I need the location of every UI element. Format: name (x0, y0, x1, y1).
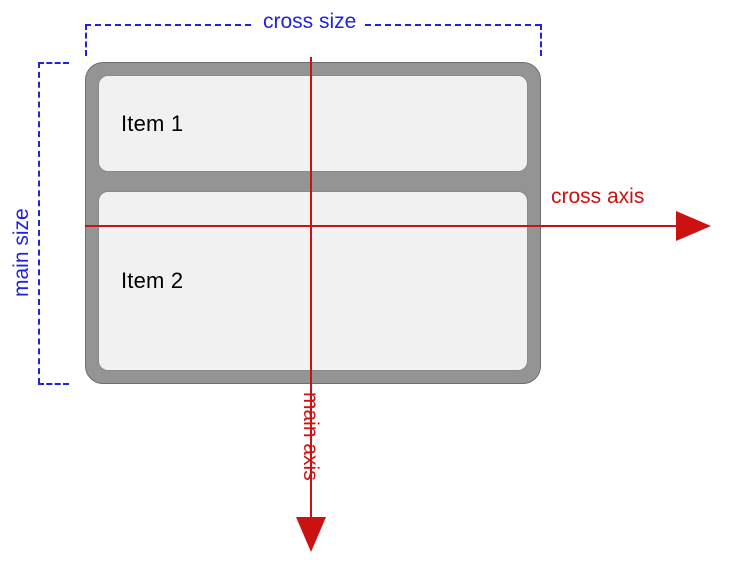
cross-axis-arrow-icon (676, 211, 711, 241)
cross-axis-line (85, 225, 690, 227)
main-size-bracket-bottom-tick (38, 383, 69, 385)
main-axis-label: main axis (299, 392, 322, 481)
flex-item-2-label: Item 2 (121, 268, 184, 293)
main-size-label: main size (10, 200, 34, 305)
cross-size-bracket-left-tick (85, 24, 87, 56)
flex-container: Item 1 Item 2 (85, 62, 541, 384)
main-axis-line (310, 57, 312, 525)
main-axis-arrow-icon (296, 517, 326, 552)
flex-item-1-label: Item 1 (121, 110, 184, 136)
flex-item-2: Item 2 (98, 191, 528, 371)
flex-item-1: Item 1 (98, 75, 528, 172)
cross-size-bracket-right-tick (540, 24, 542, 56)
main-size-bracket-top-tick (38, 62, 69, 64)
cross-axis-label: cross axis (551, 185, 645, 208)
main-size-bracket-side (38, 62, 40, 384)
cross-size-label: cross size (255, 10, 365, 34)
